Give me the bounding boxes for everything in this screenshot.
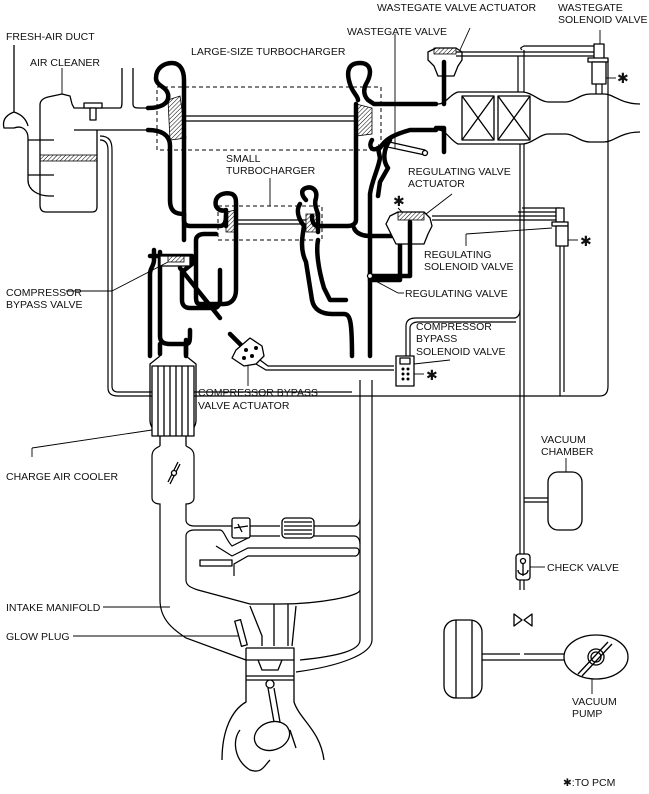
label-large-turbocharger: LARGE-SIZE TURBOCHARGER xyxy=(191,46,346,58)
vacuum-line-left xyxy=(99,60,609,397)
label-vacuum-pump-1: VACUUM xyxy=(572,696,617,708)
wastegate-valve-actuator xyxy=(427,27,471,155)
engine-cylinder xyxy=(221,604,325,772)
label-check-valve: CHECK VALVE xyxy=(547,562,619,574)
fresh-air-duct xyxy=(2,45,54,197)
label-small-turbocharger-1: SMALL xyxy=(226,153,261,165)
compressor-bypass-valve xyxy=(66,255,223,321)
label-charge-air-cooler: CHARGE AIR COOLER xyxy=(6,471,118,483)
pcm-marker-wastegate: ✱ xyxy=(617,70,629,86)
regulating-solenoid-valve: ✱ xyxy=(432,207,592,396)
label-compressor-bypass-valve-2: BYPASS VALVE xyxy=(6,299,82,311)
catalytic-converter xyxy=(437,91,641,145)
label-wastegate-valve: WASTEGATE VALVE xyxy=(347,26,447,38)
label-vacuum-chamber-1: VACUUM xyxy=(541,434,586,446)
vacuum-pump xyxy=(563,634,629,694)
label-fresh-air-duct: FRESH-AIR DUCT xyxy=(6,31,95,43)
label-vacuum-pump-2: PUMP xyxy=(572,708,602,720)
label-small-turbocharger-2: TURBOCHARGER xyxy=(226,165,316,177)
label-compressor-bypass-solenoid-3: SOLENOID VALVE xyxy=(416,346,505,358)
label-vacuum-chamber-2: CHAMBER xyxy=(541,446,594,458)
vacuum-line-left-inner xyxy=(99,135,352,393)
egr-valve-and-cooler xyxy=(185,517,361,576)
regulating-valve-actuator: ✱ xyxy=(367,193,453,279)
label-compressor-bypass-actuator-1: COMPRESSOR BYPASS xyxy=(198,387,318,399)
label-regulating-valve: REGULATING VALVE xyxy=(405,288,508,300)
pcm-marker-regulating-actuator: ✱ xyxy=(393,193,405,209)
compressor-duct xyxy=(157,211,193,359)
label-compressor-bypass-solenoid-2: BYPASS xyxy=(416,333,457,345)
label-compressor-bypass-solenoid-1: COMPRESSOR xyxy=(416,321,492,333)
large-turbocharger xyxy=(145,60,439,359)
brake-booster xyxy=(443,619,574,699)
regulating-valve xyxy=(366,272,404,294)
legend-to-pcm: ✱:TO PCM xyxy=(563,777,615,789)
charge-air-cooler xyxy=(31,355,197,457)
air-cleaner xyxy=(28,68,150,213)
compressor-bypass-duct xyxy=(147,247,223,359)
label-regulating-valve-actuator-2: ACTUATOR xyxy=(408,178,465,190)
compressor-bypass-valve-actuator xyxy=(227,331,394,386)
label-glow-plug: GLOW PLUG xyxy=(6,631,70,643)
label-regulating-valve-actuator-1: REGULATING VALVE xyxy=(408,166,511,178)
pcm-marker-regulating-solenoid: ✱ xyxy=(580,233,592,249)
label-compressor-bypass-valve-1: COMPRESSOR xyxy=(6,287,82,299)
label-wastegate-solenoid-2: SOLENOID VALVE xyxy=(558,14,647,26)
compressor-bypass-solenoid-valve: ✱ xyxy=(395,309,521,387)
shutoff-valve xyxy=(513,613,533,627)
intake-duct-left xyxy=(157,341,189,357)
vacuum-main-line xyxy=(519,144,525,590)
label-wastegate-valve-actuator: WASTEGATE VALVE ACTUATOR xyxy=(377,2,537,14)
plenum xyxy=(185,540,361,605)
egr-duct xyxy=(185,380,373,673)
glow-plug xyxy=(73,619,248,647)
label-regulating-solenoid-2: SOLENOID VALVE xyxy=(424,261,513,273)
label-wastegate-solenoid-1: WASTEGATE xyxy=(558,2,623,14)
vacuum-chamber xyxy=(524,458,583,531)
check-valve xyxy=(515,553,545,581)
label-regulating-solenoid-1: REGULATING xyxy=(424,249,491,261)
label-compressor-bypass-actuator-2: VALVE ACTUATOR xyxy=(198,400,290,412)
intake-main-right xyxy=(185,445,195,516)
label-air-cleaner: AIR CLEANER xyxy=(30,57,100,69)
intake-main xyxy=(151,445,247,661)
small-turbocharger xyxy=(193,178,355,359)
pcm-marker-bypass-solenoid: ✱ xyxy=(426,367,438,383)
throttle-valve xyxy=(167,461,181,485)
wastegate-solenoid-valve: ✱ xyxy=(456,30,629,94)
wastegate-valve xyxy=(377,34,439,157)
label-intake-manifold: INTAKE MANIFOLD xyxy=(6,602,101,614)
